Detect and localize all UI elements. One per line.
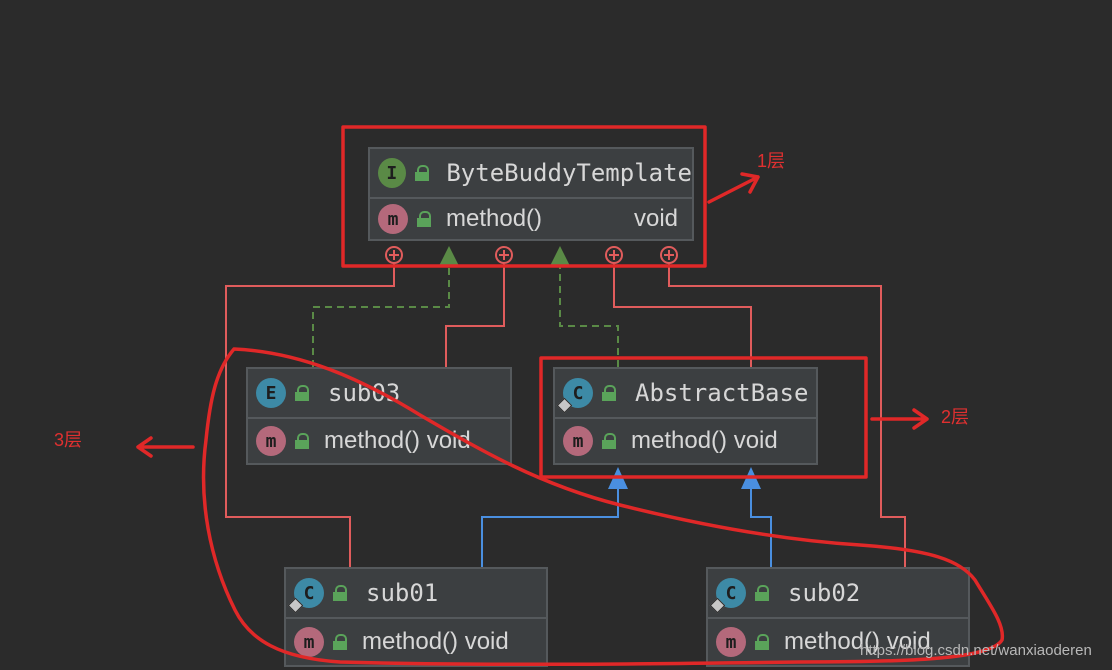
node-abstractbase[interactable]: C AbstractBase m method() void bbox=[553, 367, 818, 465]
interface-icon: I bbox=[378, 158, 406, 188]
layer1-label: 1层 bbox=[757, 151, 786, 171]
watermark: https://blog.csdn.net/wanxiaoderen bbox=[860, 642, 1092, 659]
node-title: sub02 bbox=[788, 579, 861, 607]
edge-sub01-extends bbox=[481, 486, 619, 567]
method-signature: method() void bbox=[631, 427, 778, 454]
public-lock-icon bbox=[601, 385, 617, 401]
layer3-label: 3层 bbox=[54, 430, 83, 450]
triangle-arrow-icon bbox=[550, 246, 570, 266]
method-signature: method() void bbox=[362, 628, 509, 655]
public-lock-icon bbox=[754, 634, 770, 650]
method-icon: m bbox=[378, 204, 408, 234]
node-sub01[interactable]: C sub01 m method() void bbox=[284, 567, 548, 667]
abstract-class-icon: C bbox=[556, 378, 593, 414]
public-lock-icon bbox=[601, 433, 617, 449]
method-return-type: void bbox=[633, 205, 678, 232]
class-icon: C bbox=[287, 578, 324, 614]
method-icon: m bbox=[563, 426, 593, 456]
layer2-label: 2层 bbox=[941, 407, 970, 427]
triangle-arrow-icon bbox=[741, 467, 761, 489]
triangle-arrow-icon bbox=[439, 246, 459, 266]
node-title: sub01 bbox=[366, 579, 439, 607]
node-bytebuddytemplate[interactable]: I ByteBuddyTemplate m method() void bbox=[368, 147, 694, 241]
method-signature: method() bbox=[446, 205, 543, 232]
node-title: sub03 bbox=[328, 379, 401, 407]
enum-icon: E bbox=[256, 378, 286, 408]
public-lock-icon bbox=[416, 211, 432, 227]
public-lock-icon bbox=[754, 585, 770, 601]
public-lock-icon bbox=[294, 385, 310, 401]
edge-sub03-implements bbox=[312, 264, 450, 367]
edge-abstractbase-implements bbox=[559, 264, 619, 367]
triangle-arrow-icon bbox=[608, 467, 628, 489]
method-signature: method() void bbox=[324, 427, 471, 454]
public-lock-icon bbox=[332, 585, 348, 601]
node-title: AbstractBase bbox=[635, 379, 809, 407]
public-lock-icon bbox=[332, 634, 348, 650]
extends-arrowheads bbox=[608, 467, 761, 489]
implements-edges bbox=[312, 264, 619, 367]
inner-class-markers bbox=[385, 246, 678, 264]
public-lock-icon bbox=[294, 433, 310, 449]
extends-edges bbox=[481, 486, 772, 567]
public-lock-icon bbox=[414, 165, 429, 181]
edge-sub03-inner bbox=[445, 264, 505, 367]
edge-abstractbase-inner bbox=[613, 264, 752, 367]
method-icon: m bbox=[716, 627, 746, 657]
edge-sub02-extends bbox=[750, 486, 772, 567]
method-icon: m bbox=[294, 627, 324, 657]
node-sub03[interactable]: E sub03 m method() void bbox=[246, 367, 512, 465]
method-icon: m bbox=[256, 426, 286, 456]
node-title: ByteBuddyTemplate bbox=[446, 159, 692, 187]
class-icon: C bbox=[709, 578, 746, 614]
